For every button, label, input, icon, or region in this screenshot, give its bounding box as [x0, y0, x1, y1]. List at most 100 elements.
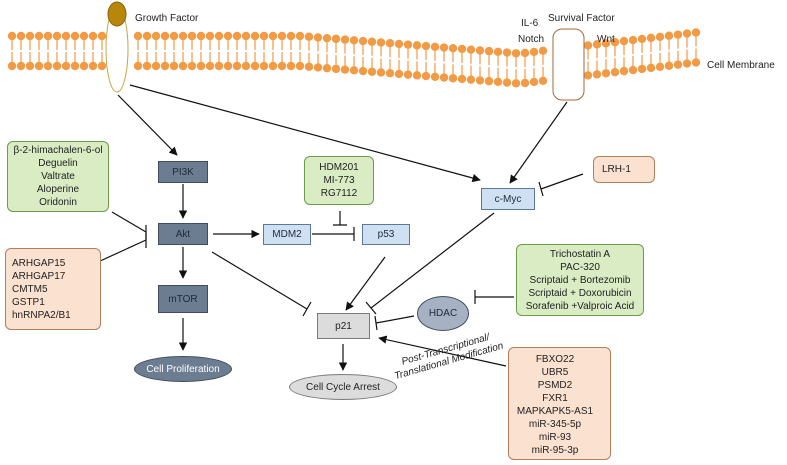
lipid-head — [313, 63, 323, 72]
lipid-head — [619, 36, 629, 46]
lipid-head — [529, 77, 539, 87]
lipid-head — [25, 31, 35, 41]
lipid-head — [133, 31, 143, 41]
survival-factor-label: Survival Factor — [548, 13, 615, 24]
lipid-head — [34, 31, 44, 41]
lipid-head — [475, 46, 485, 55]
lipid-head — [232, 61, 242, 71]
lipid-head — [16, 61, 26, 71]
lipid-head — [205, 31, 215, 41]
lipid-head — [376, 38, 386, 47]
lipid-head — [403, 70, 413, 79]
lipid-head — [304, 62, 314, 71]
lipid-head — [682, 59, 692, 68]
hdac-inhibitor-item: Trichostatin A — [549, 248, 611, 260]
lipid-head — [151, 31, 161, 41]
lipid-head — [367, 37, 377, 46]
lipid-head — [7, 61, 17, 71]
lipid-head — [259, 61, 269, 71]
lipid-head — [160, 61, 170, 71]
lipid-head — [646, 33, 656, 43]
lipid-head — [448, 44, 458, 53]
inhibit-mdm2-to-p53 — [312, 227, 355, 241]
lipid-head — [583, 41, 593, 50]
lipid-head — [151, 61, 161, 71]
lipid-head — [385, 39, 395, 48]
lipid-head — [187, 31, 197, 41]
lipid-head — [673, 60, 683, 69]
lipid-head — [412, 41, 422, 50]
arrow-gf-to-cmyc — [129, 84, 481, 183]
inhibit-cmyc-to-p21 — [365, 212, 495, 315]
lipid-head — [214, 31, 224, 41]
lipid-head — [7, 31, 17, 41]
hdac-inhibitor-item: Scriptaid + Bortezomib — [529, 274, 631, 286]
akt-inhibitor-item: Deguelin — [38, 158, 78, 169]
lipid-head — [340, 35, 350, 44]
lipid-head — [241, 61, 251, 71]
lipid-head — [52, 31, 62, 41]
lipid-head — [331, 34, 341, 44]
akt-inhibitor-item: Valtrate — [41, 171, 75, 182]
lipid-head — [70, 61, 80, 71]
lipid-head — [322, 33, 332, 43]
akt-regulator-item: hnRNPA2/B1 — [12, 310, 71, 321]
lipid-head — [187, 61, 197, 71]
akt-inhibitor-item: β-2-himachalen-6-ol — [13, 145, 103, 156]
lipid-head — [655, 32, 665, 41]
lipid-head — [457, 44, 467, 54]
lipid-head — [223, 61, 233, 71]
akt-regulator-item: GSTP1 — [12, 297, 45, 308]
lipid-head — [196, 61, 206, 71]
lipid-head — [691, 28, 701, 37]
lipid-head — [673, 30, 683, 39]
lipid-head — [358, 66, 368, 76]
lipid-head — [448, 74, 458, 83]
p21-regulator-item: PSMD2 — [537, 380, 573, 391]
lipid-head — [403, 40, 413, 49]
wnt-label: Wnt — [597, 34, 615, 45]
lipid-head — [178, 31, 188, 41]
lipid-head — [70, 31, 80, 41]
lipid-head — [79, 31, 89, 41]
lipid-head — [259, 31, 269, 41]
lipid-head — [475, 76, 485, 85]
lipid-head — [520, 78, 530, 88]
lipid-head — [412, 71, 422, 80]
mdm2-node: MDM2 — [263, 224, 311, 245]
lipid-head — [88, 31, 98, 41]
lipid-head — [493, 77, 503, 87]
survival-factor-receptor — [552, 28, 585, 101]
mdm2-inhibitor-item: RG7112 — [320, 188, 358, 199]
lipid-head — [628, 35, 638, 45]
lipid-head — [511, 49, 521, 58]
inhibit-lrh1-to-cmyc — [538, 173, 584, 197]
lipid-head — [97, 61, 107, 71]
lipid-head — [25, 61, 35, 71]
inhibit-drugs-to-mdm2 — [333, 211, 347, 226]
lrh1-box: LRH-1 — [593, 156, 655, 183]
lipid-head — [295, 61, 305, 71]
lipid-head — [43, 61, 53, 71]
lipid-head — [349, 66, 359, 75]
arrow-regulators-to-p21 — [378, 335, 507, 367]
notch-label: Notch — [518, 34, 545, 45]
lipid-head — [286, 61, 296, 71]
lipid-head — [394, 69, 404, 79]
lipid-head — [610, 68, 620, 77]
pi3k-node: PI3K — [158, 161, 208, 183]
lipid-head — [322, 63, 332, 73]
lipid-head — [178, 61, 188, 71]
lipid-head — [232, 31, 242, 41]
lipid-head — [250, 61, 260, 71]
akt-inhibitors-box: β-2-himachalen-6-ol Deguelin Valtrate Al… — [7, 141, 109, 212]
p21-regulator-item: miR-93 — [538, 432, 572, 443]
lipid-head — [529, 47, 539, 57]
p21-regulator-item: UBR5 — [541, 367, 569, 378]
lipid-head — [313, 33, 323, 42]
akt-regulators-box: ARHGAP15 ARHGAP17 CMTM5 GSTP1 hnRNPA2/B1 — [5, 248, 101, 330]
p21-node: p21 — [317, 313, 370, 339]
mdm2-inhibitor-item: MI-773 — [323, 175, 355, 186]
lipid-head — [439, 73, 449, 82]
